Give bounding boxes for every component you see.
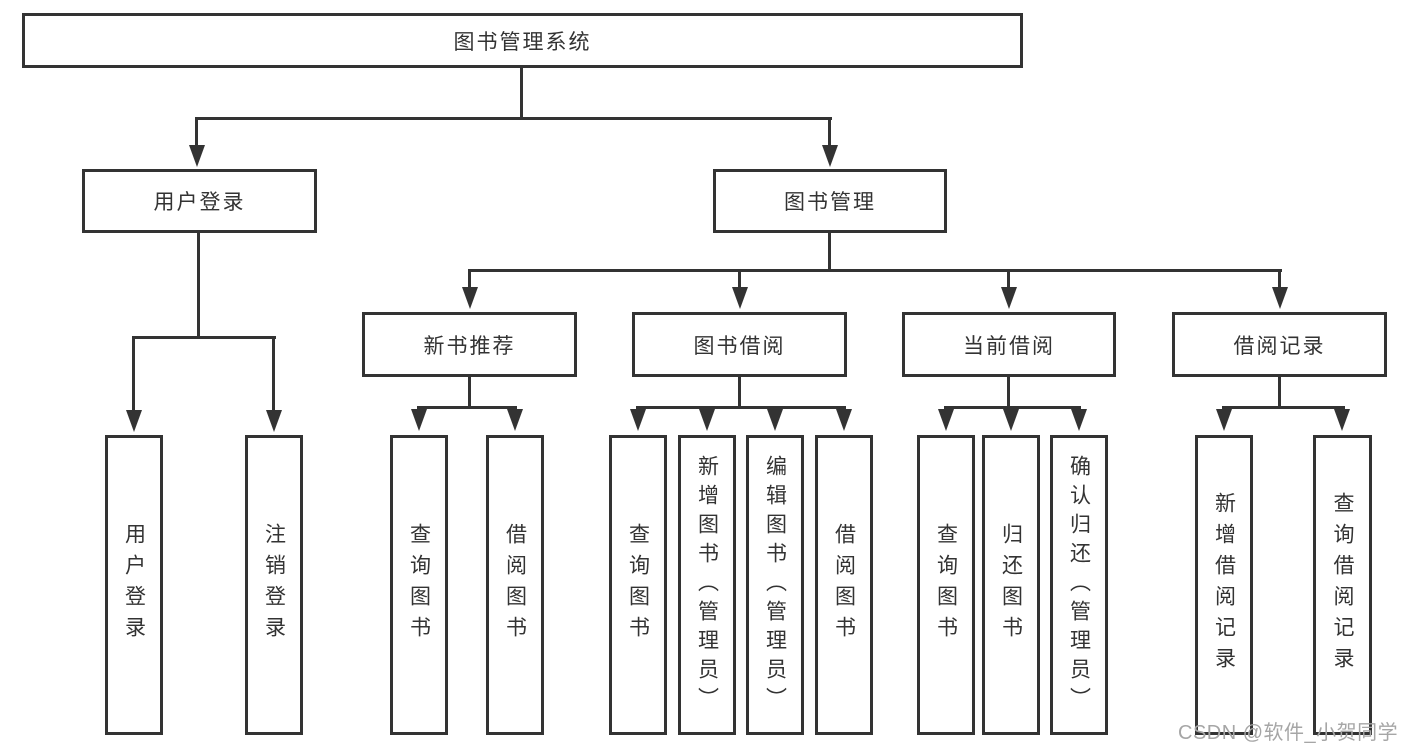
node-leaf-bb-borrow-book: 借阅图书 — [815, 435, 873, 735]
node-root-label: 图书管理系统 — [453, 30, 592, 54]
connector-hline — [636, 406, 846, 409]
node-leaf-br-query-record-label: 查询借阅记录 — [1331, 492, 1354, 678]
node-leaf-user-login: 用户登录 — [105, 435, 163, 735]
node-leaf-cb-query-book: 查询图书 — [917, 435, 975, 735]
node-new-book-recommend-label: 新书推荐 — [423, 334, 516, 358]
node-leaf-bb-edit-book-label: 编辑图书（管理员） — [763, 454, 787, 716]
connector-vline — [1278, 377, 1281, 406]
node-leaf-bb-add-book: 新增图书（管理员） — [678, 435, 736, 735]
node-leaf-bb-add-book-label: 新增图书（管理员） — [695, 454, 719, 716]
node-new-book-recommend: 新书推荐 — [362, 312, 577, 377]
connector-hline — [944, 406, 1081, 409]
node-leaf-br-query-record: 查询借阅记录 — [1313, 435, 1372, 735]
connector-vline — [272, 339, 275, 412]
node-leaf-cb-return-book-label: 归还图书 — [999, 523, 1023, 647]
node-current-borrow-label: 当前借阅 — [963, 334, 1055, 358]
node-leaf-cb-return-book: 归还图书 — [982, 435, 1040, 735]
node-leaf-logout-label: 注销登录 — [262, 523, 286, 647]
node-book-management: 图书管理 — [713, 169, 947, 233]
connector-vline — [1007, 377, 1010, 406]
connector-vline — [828, 233, 831, 272]
arrow-down-icon — [1001, 287, 1017, 309]
arrow-down-icon — [1216, 409, 1232, 431]
arrow-down-icon — [1003, 409, 1019, 431]
connector-hline — [417, 406, 517, 409]
node-leaf-bb-edit-book: 编辑图书（管理员） — [746, 435, 804, 735]
arrow-down-icon — [1071, 409, 1087, 431]
node-current-borrow: 当前借阅 — [902, 312, 1116, 377]
node-leaf-bb-query-book-label: 查询图书 — [626, 523, 650, 647]
node-leaf-cb-query-book-label: 查询图书 — [934, 523, 958, 647]
connector-vline — [197, 233, 200, 337]
arrow-down-icon — [126, 410, 142, 432]
arrow-down-icon — [462, 287, 478, 309]
node-leaf-br-add-record: 新增借阅记录 — [1195, 435, 1253, 735]
watermark-text: CSDN @软件_小贺同学 — [1178, 722, 1399, 744]
node-book-management-label: 图书管理 — [784, 191, 876, 214]
node-borrow-record-label: 借阅记录 — [1233, 334, 1326, 358]
node-book-borrow-label: 图书借阅 — [693, 334, 786, 358]
node-user-login-label: 用户登录 — [153, 191, 246, 214]
node-leaf-logout: 注销登录 — [245, 435, 303, 735]
arrow-down-icon — [767, 409, 783, 431]
arrow-down-icon — [822, 145, 838, 167]
connector-hline — [468, 269, 1282, 272]
arrow-down-icon — [630, 409, 646, 431]
node-leaf-br-add-record-label: 新增借阅记录 — [1212, 492, 1236, 678]
connector-vline — [132, 339, 135, 412]
connector-vline — [195, 120, 198, 147]
node-leaf-user-login-label: 用户登录 — [122, 523, 146, 647]
connector-vline — [1278, 272, 1281, 289]
arrow-down-icon — [1334, 409, 1350, 431]
connector-vline — [1007, 272, 1010, 289]
node-borrow-record: 借阅记录 — [1172, 312, 1387, 377]
node-leaf-bb-borrow-book-label: 借阅图书 — [832, 523, 856, 647]
connector-hline — [132, 336, 276, 339]
node-leaf-nbr-query-book: 查询图书 — [390, 435, 448, 735]
arrow-down-icon — [938, 409, 954, 431]
node-root: 图书管理系统 — [22, 13, 1023, 68]
arrow-down-icon — [189, 145, 205, 167]
arrow-down-icon — [507, 409, 523, 431]
arrow-down-icon — [266, 410, 282, 432]
node-leaf-nbr-borrow-book: 借阅图书 — [486, 435, 544, 735]
connector-hline — [1222, 406, 1345, 409]
node-leaf-cb-confirm-return-label: 确认归还（管理员） — [1067, 454, 1091, 716]
arrow-down-icon — [732, 287, 748, 309]
connector-vline — [738, 377, 741, 406]
connector-vline — [828, 120, 831, 147]
arrow-down-icon — [411, 409, 427, 431]
connector-vline — [738, 272, 741, 289]
connector-vline — [468, 272, 471, 289]
node-book-borrow: 图书借阅 — [632, 312, 847, 377]
node-user-login: 用户登录 — [82, 169, 317, 233]
node-leaf-bb-query-book: 查询图书 — [609, 435, 667, 735]
connector-vline — [468, 377, 471, 406]
arrow-down-icon — [699, 409, 715, 431]
arrow-down-icon — [1272, 287, 1288, 309]
node-leaf-nbr-borrow-book-label: 借阅图书 — [503, 523, 527, 647]
connector-vline — [520, 68, 523, 120]
connector-hline — [195, 117, 832, 120]
node-leaf-nbr-query-book-label: 查询图书 — [407, 523, 431, 647]
arrow-down-icon — [836, 409, 852, 431]
node-leaf-cb-confirm-return: 确认归还（管理员） — [1050, 435, 1108, 735]
